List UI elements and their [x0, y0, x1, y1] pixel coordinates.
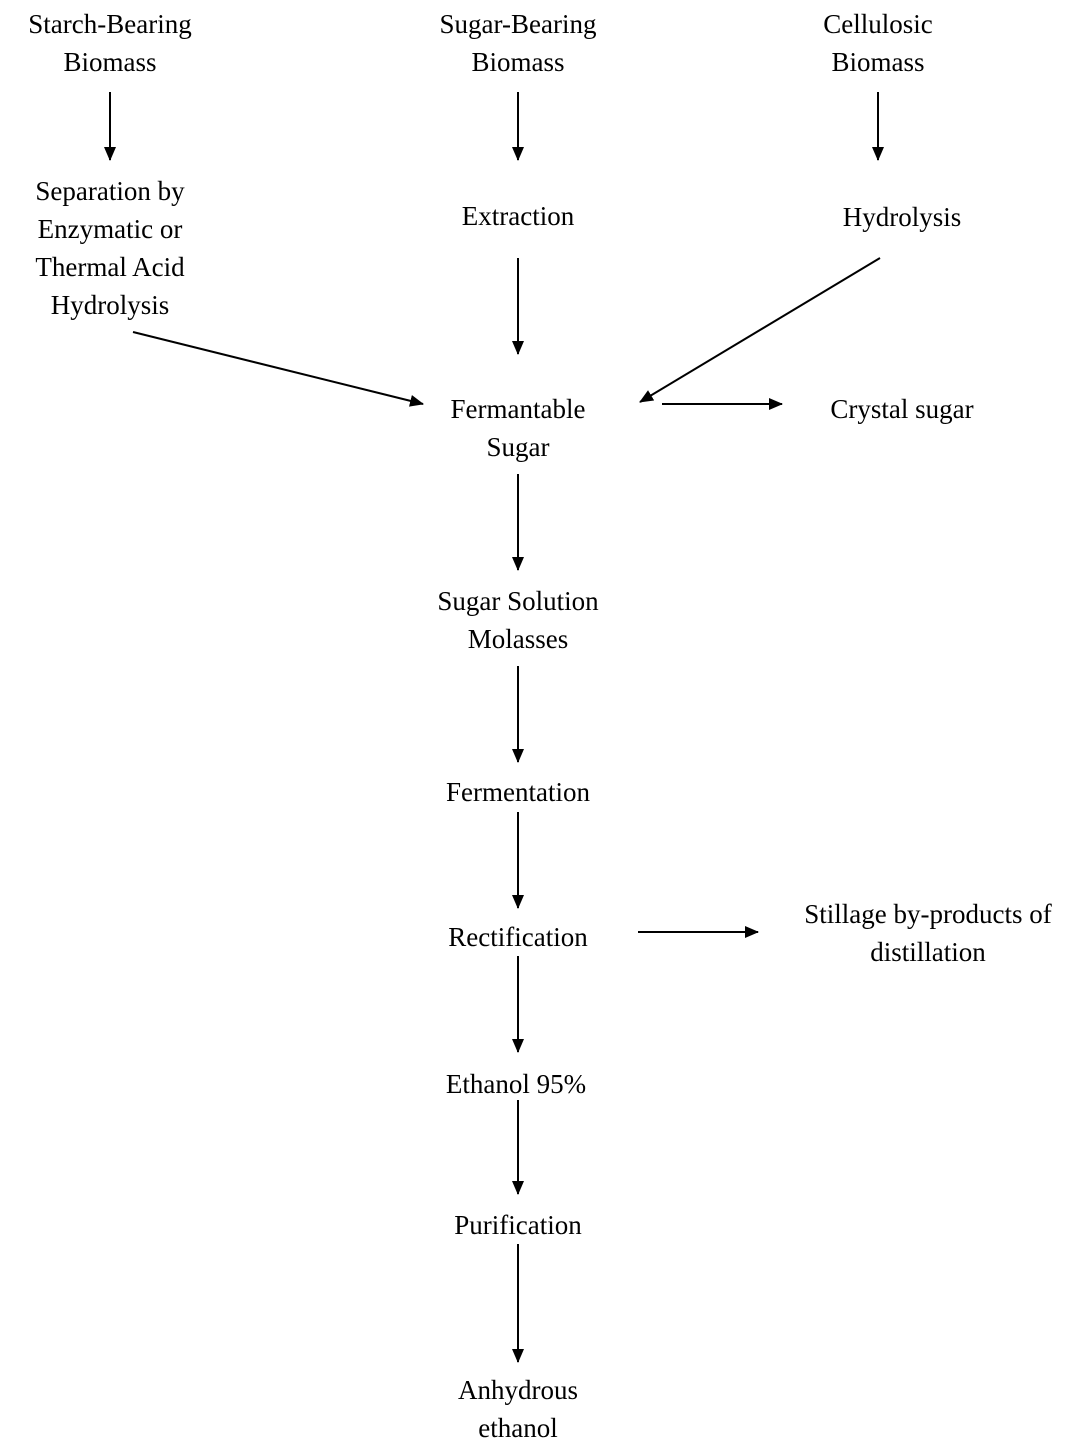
- node-label-line: Thermal Acid: [35, 252, 185, 282]
- node-label-line: Sugar: [486, 432, 550, 462]
- node-label-line: Separation by: [35, 176, 185, 206]
- node-hydrolysis: Hydrolysis: [843, 198, 962, 236]
- node-label-line: distillation: [870, 937, 986, 967]
- node-label-line: Cellulosic: [823, 9, 933, 39]
- node-purification: Purification: [454, 1206, 581, 1244]
- node-rectification: Rectification: [448, 918, 587, 956]
- node-label-line: Starch-Bearing: [28, 9, 192, 39]
- node-label-line: Stillage by-products of: [804, 899, 1052, 929]
- node-label-line: Extraction: [461, 201, 575, 231]
- node-label-line: Sugar-Bearing: [439, 9, 597, 39]
- node-label-line: Biomass: [63, 47, 157, 77]
- arrow-hydrolysis-to-fermentable-sugar: [639, 257, 881, 403]
- node-label-line: Biomass: [831, 47, 925, 77]
- node-label-line: Ethanol 95%: [445, 1069, 587, 1099]
- node-label-line: Rectification: [448, 922, 588, 952]
- node-label-line: Hydrolysis: [50, 290, 170, 320]
- node-label-line: Anhydrous: [458, 1375, 578, 1405]
- node-ethanol-95: Ethanol 95%: [446, 1065, 586, 1103]
- node-crystal-sugar: Crystal sugar: [830, 390, 973, 428]
- node-anhydrous-ethanol: Anhydrous ethanol: [458, 1371, 578, 1447]
- node-label-line: Enzymatic or: [37, 214, 183, 244]
- node-label-line: Purification: [454, 1210, 582, 1240]
- node-label-line: Crystal sugar: [830, 394, 974, 424]
- arrow-separation-to-fermentable-sugar: [132, 331, 424, 407]
- node-label-line: Biomass: [471, 47, 565, 77]
- node-label-line: Fermantable: [450, 394, 586, 424]
- node-label-line: Fermentation: [446, 777, 590, 807]
- node-extraction: Extraction: [462, 197, 574, 235]
- node-label-line: Hydrolysis: [842, 202, 962, 232]
- node-label-line: Molasses: [467, 624, 569, 654]
- node-label-line: ethanol: [478, 1413, 558, 1443]
- node-label-line: Sugar Solution: [437, 586, 599, 616]
- node-stillage: Stillage by-products of distillation: [804, 895, 1051, 971]
- node-fermentation: Fermentation: [446, 773, 590, 811]
